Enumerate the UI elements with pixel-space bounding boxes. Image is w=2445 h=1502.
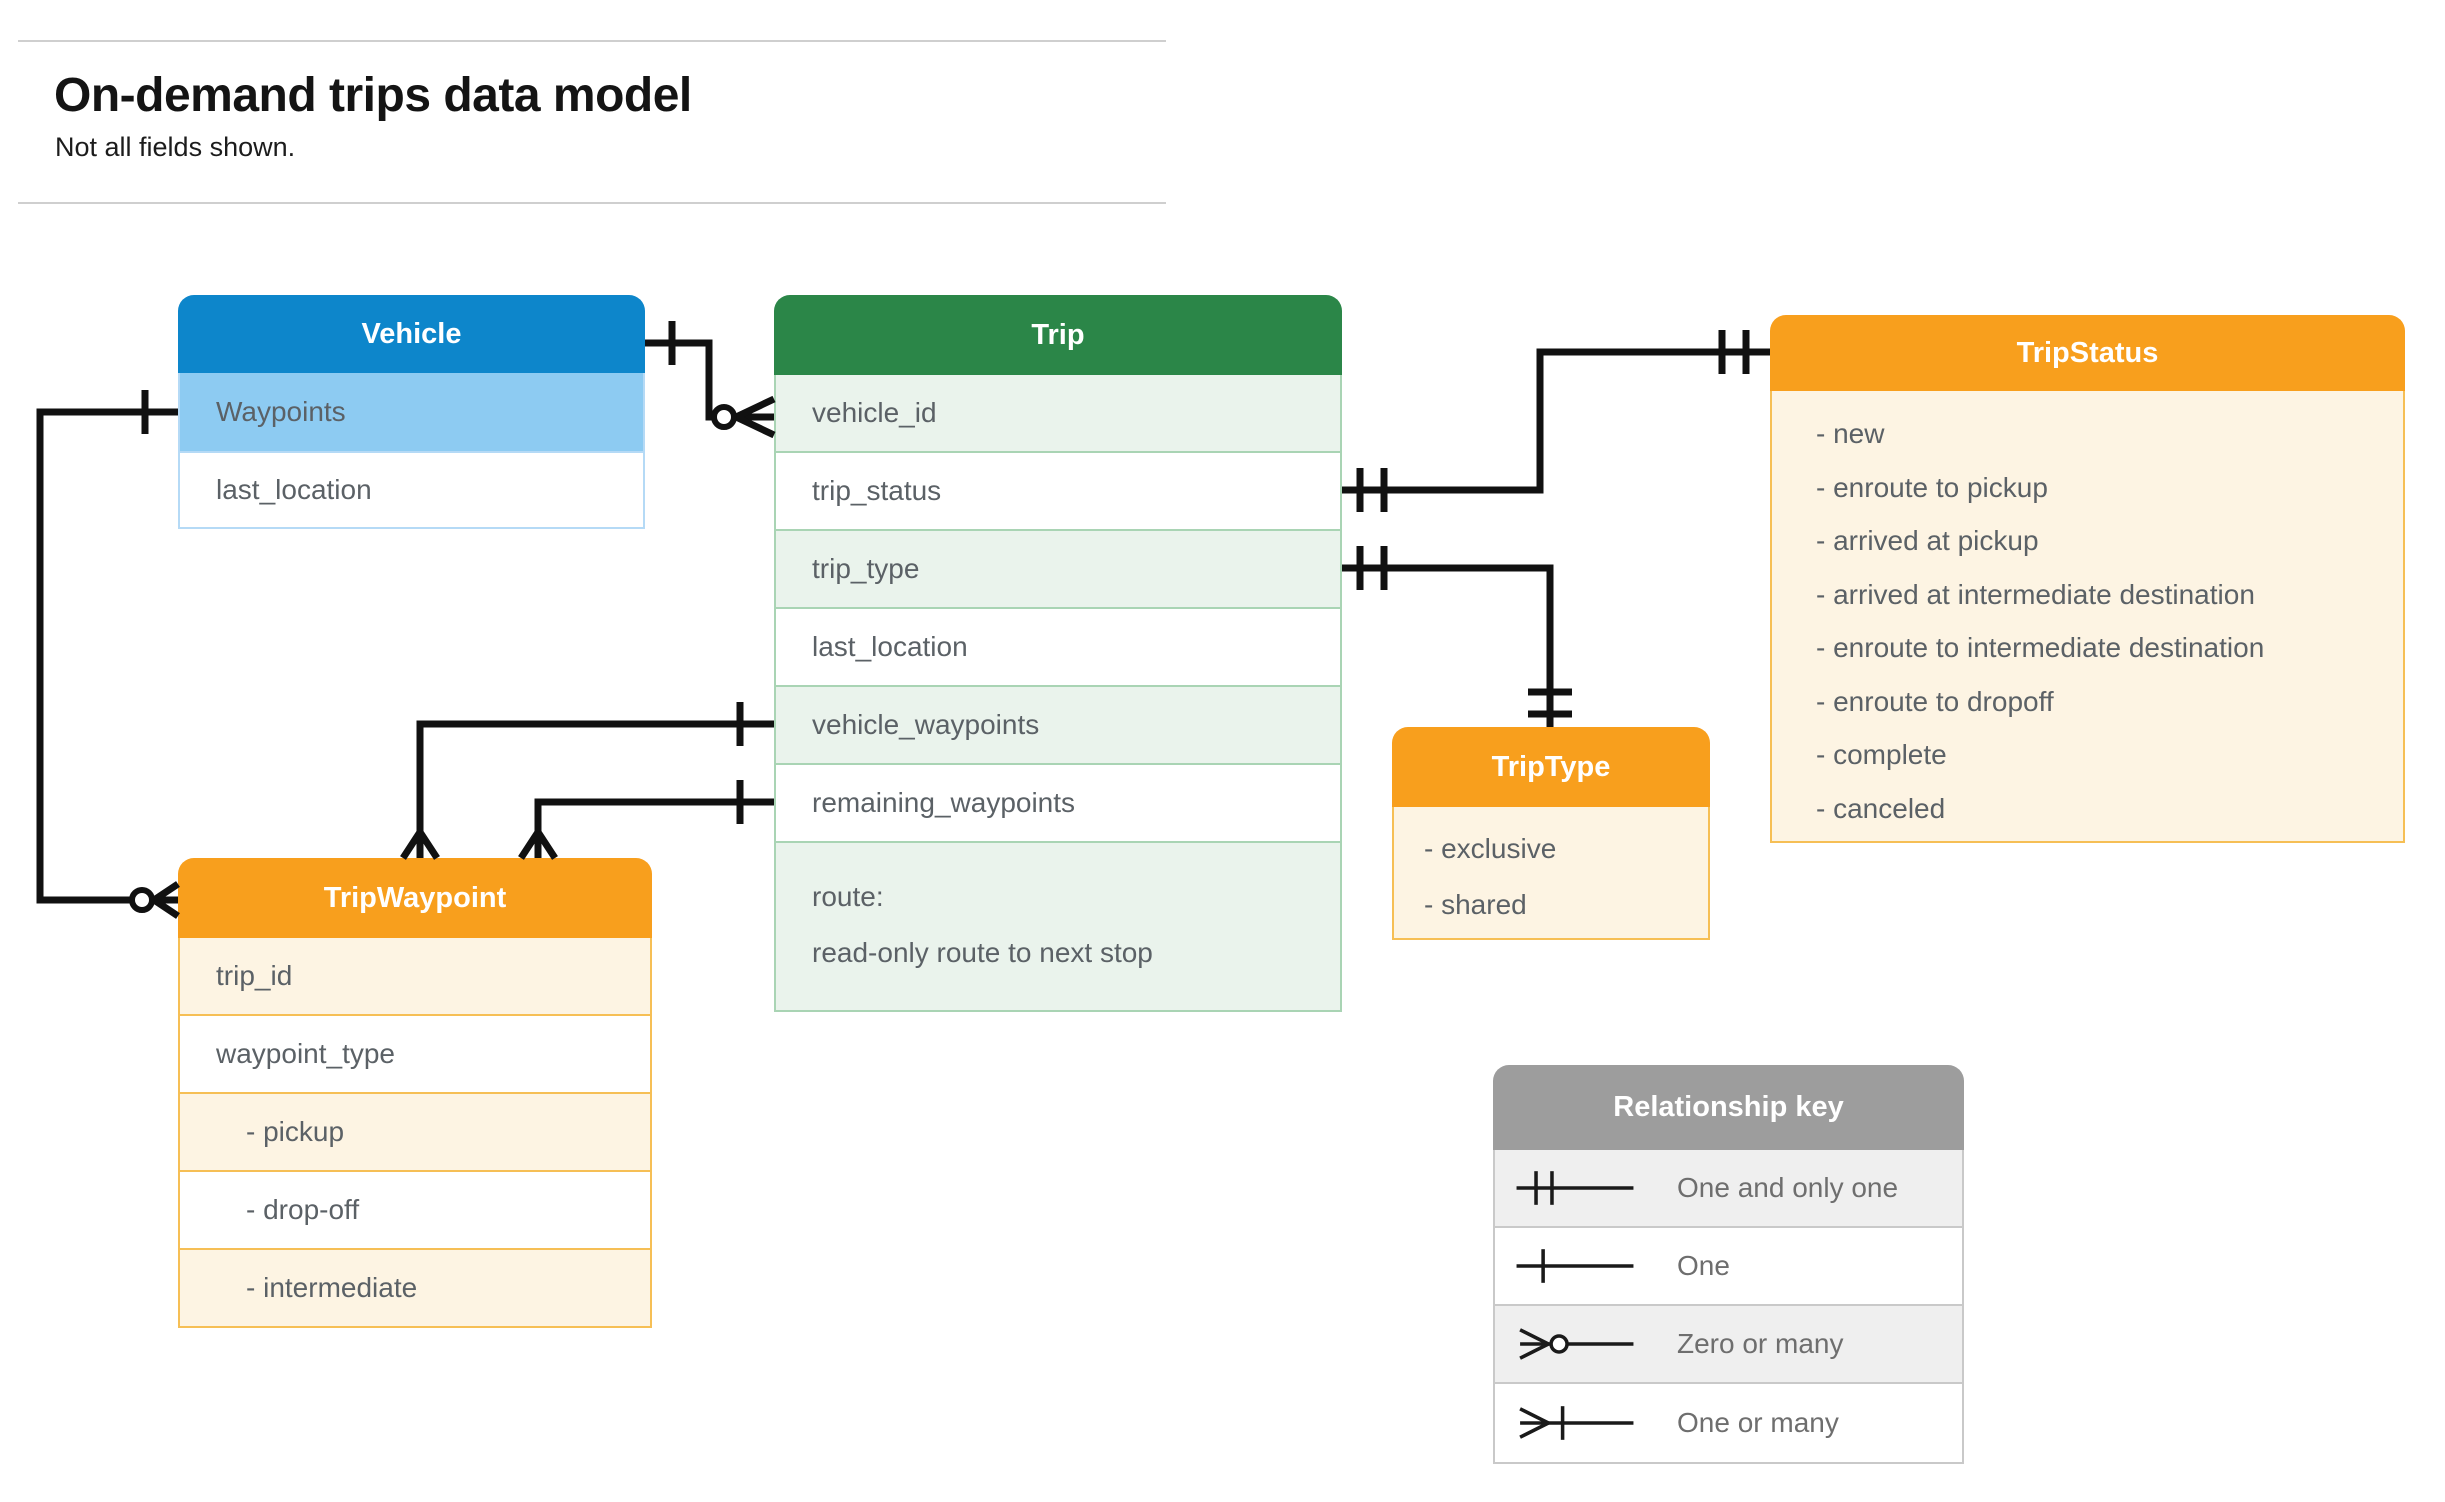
status-value: - enroute to dropoff <box>1816 685 2054 717</box>
key-label: Zero or many <box>1677 1328 1844 1359</box>
one-or-many-icon <box>1519 1406 1634 1440</box>
field-waypoints: Waypoints <box>180 373 643 451</box>
status-value: - arrived at pickup <box>1816 525 2039 556</box>
connector-vehicle-trip <box>645 321 776 439</box>
key-row-one-and-only-one: One and only one <box>1495 1150 1962 1226</box>
key-label: One or many <box>1677 1407 1839 1438</box>
status-value: - new <box>1816 418 1885 449</box>
entity-tripstatus-body: - new - enroute to pickup - arrived at p… <box>1770 391 2405 843</box>
field-route: route: read-only route to next stop <box>776 841 1340 1010</box>
entity-tripwaypoint-body: trip_id waypoint_type - pickup - drop-of… <box>178 938 652 1328</box>
entity-trip-title: Trip <box>774 295 1342 375</box>
field-waypoint-type: waypoint_type <box>180 1014 650 1092</box>
field-last-location: last_location <box>776 607 1340 685</box>
entity-vehicle: Vehicle Waypoints last_location <box>178 295 645 529</box>
connector-trip-triptype <box>1342 546 1572 727</box>
entity-triptype-body: - exclusive - shared <box>1392 807 1710 940</box>
relationship-key-title: Relationship key <box>1493 1065 1964 1150</box>
one-and-only-one-icon <box>1516 1171 1634 1205</box>
status-value: - complete <box>1816 739 1947 770</box>
page-subtitle: Not all fields shown. <box>55 132 296 162</box>
entity-vehicle-title: Vehicle <box>178 295 645 373</box>
entity-triptype-title: TripType <box>1392 727 1710 807</box>
type-value: - shared <box>1424 889 1527 920</box>
title-bottom-divider <box>18 202 1166 204</box>
entity-tripwaypoint-title: TripWaypoint <box>178 858 652 938</box>
field-route-line2: read-only route to next stop <box>812 937 1153 968</box>
enum-intermediate: - intermediate <box>180 1248 650 1326</box>
field-last-location: last_location <box>180 451 643 527</box>
field-vehicle-waypoints: vehicle_waypoints <box>776 685 1340 763</box>
key-label: One <box>1677 1250 1730 1281</box>
one-icon <box>1516 1249 1634 1283</box>
entity-vehicle-body: Waypoints last_location <box>178 373 645 529</box>
top-divider <box>18 40 1166 42</box>
type-value: - exclusive <box>1424 833 1557 864</box>
field-trip-type: trip_type <box>776 529 1340 607</box>
field-vehicle-id: vehicle_id <box>776 375 1340 451</box>
relationship-key-body: One and only one One Zero or many One or… <box>1493 1150 1964 1464</box>
connector-vehicle-tripwaypoint <box>36 390 180 919</box>
status-value: - arrived at intermediate destination <box>1816 578 2255 610</box>
page-title: On-demand trips data model <box>54 69 692 122</box>
status-value: - enroute to intermediate destination <box>1816 632 2265 663</box>
entity-tripwaypoint: TripWaypoint trip_id waypoint_type - pic… <box>178 858 652 1328</box>
entity-trip: Trip vehicle_id trip_status trip_type la… <box>774 295 1342 1012</box>
enum-drop-off: - drop-off <box>180 1170 650 1248</box>
field-remaining-waypoints: remaining_waypoints <box>776 763 1340 841</box>
key-label: One and only one <box>1677 1172 1899 1203</box>
connector-trip-tripstatus <box>1342 330 1770 512</box>
zero-or-many-icon <box>1519 1328 1634 1360</box>
entity-tripstatus-title: TripStatus <box>1770 315 2405 391</box>
connector-vehicle-waypoints-tripwaypoint <box>400 702 774 860</box>
status-value: - canceled <box>1816 792 1946 824</box>
relationship-key: Relationship key One and only one One Ze… <box>1493 1065 1964 1464</box>
field-trip-status: trip_status <box>776 451 1340 529</box>
connector-remaining-waypoints-tripwaypoint <box>518 780 774 860</box>
status-value: - enroute to pickup <box>1816 471 2048 503</box>
enum-pickup: - pickup <box>180 1092 650 1170</box>
entity-tripstatus: TripStatus - new - enroute to pickup - a… <box>1770 315 2405 843</box>
key-row-one: One <box>1495 1226 1962 1304</box>
field-route-line1: route: <box>812 881 884 912</box>
entity-triptype: TripType - exclusive - shared <box>1392 727 1710 940</box>
key-row-zero-or-many: Zero or many <box>1495 1304 1962 1382</box>
entity-trip-body: vehicle_id trip_status trip_type last_lo… <box>774 375 1342 1012</box>
key-row-one-or-many: One or many <box>1495 1382 1962 1462</box>
field-trip-id: trip_id <box>180 938 650 1014</box>
